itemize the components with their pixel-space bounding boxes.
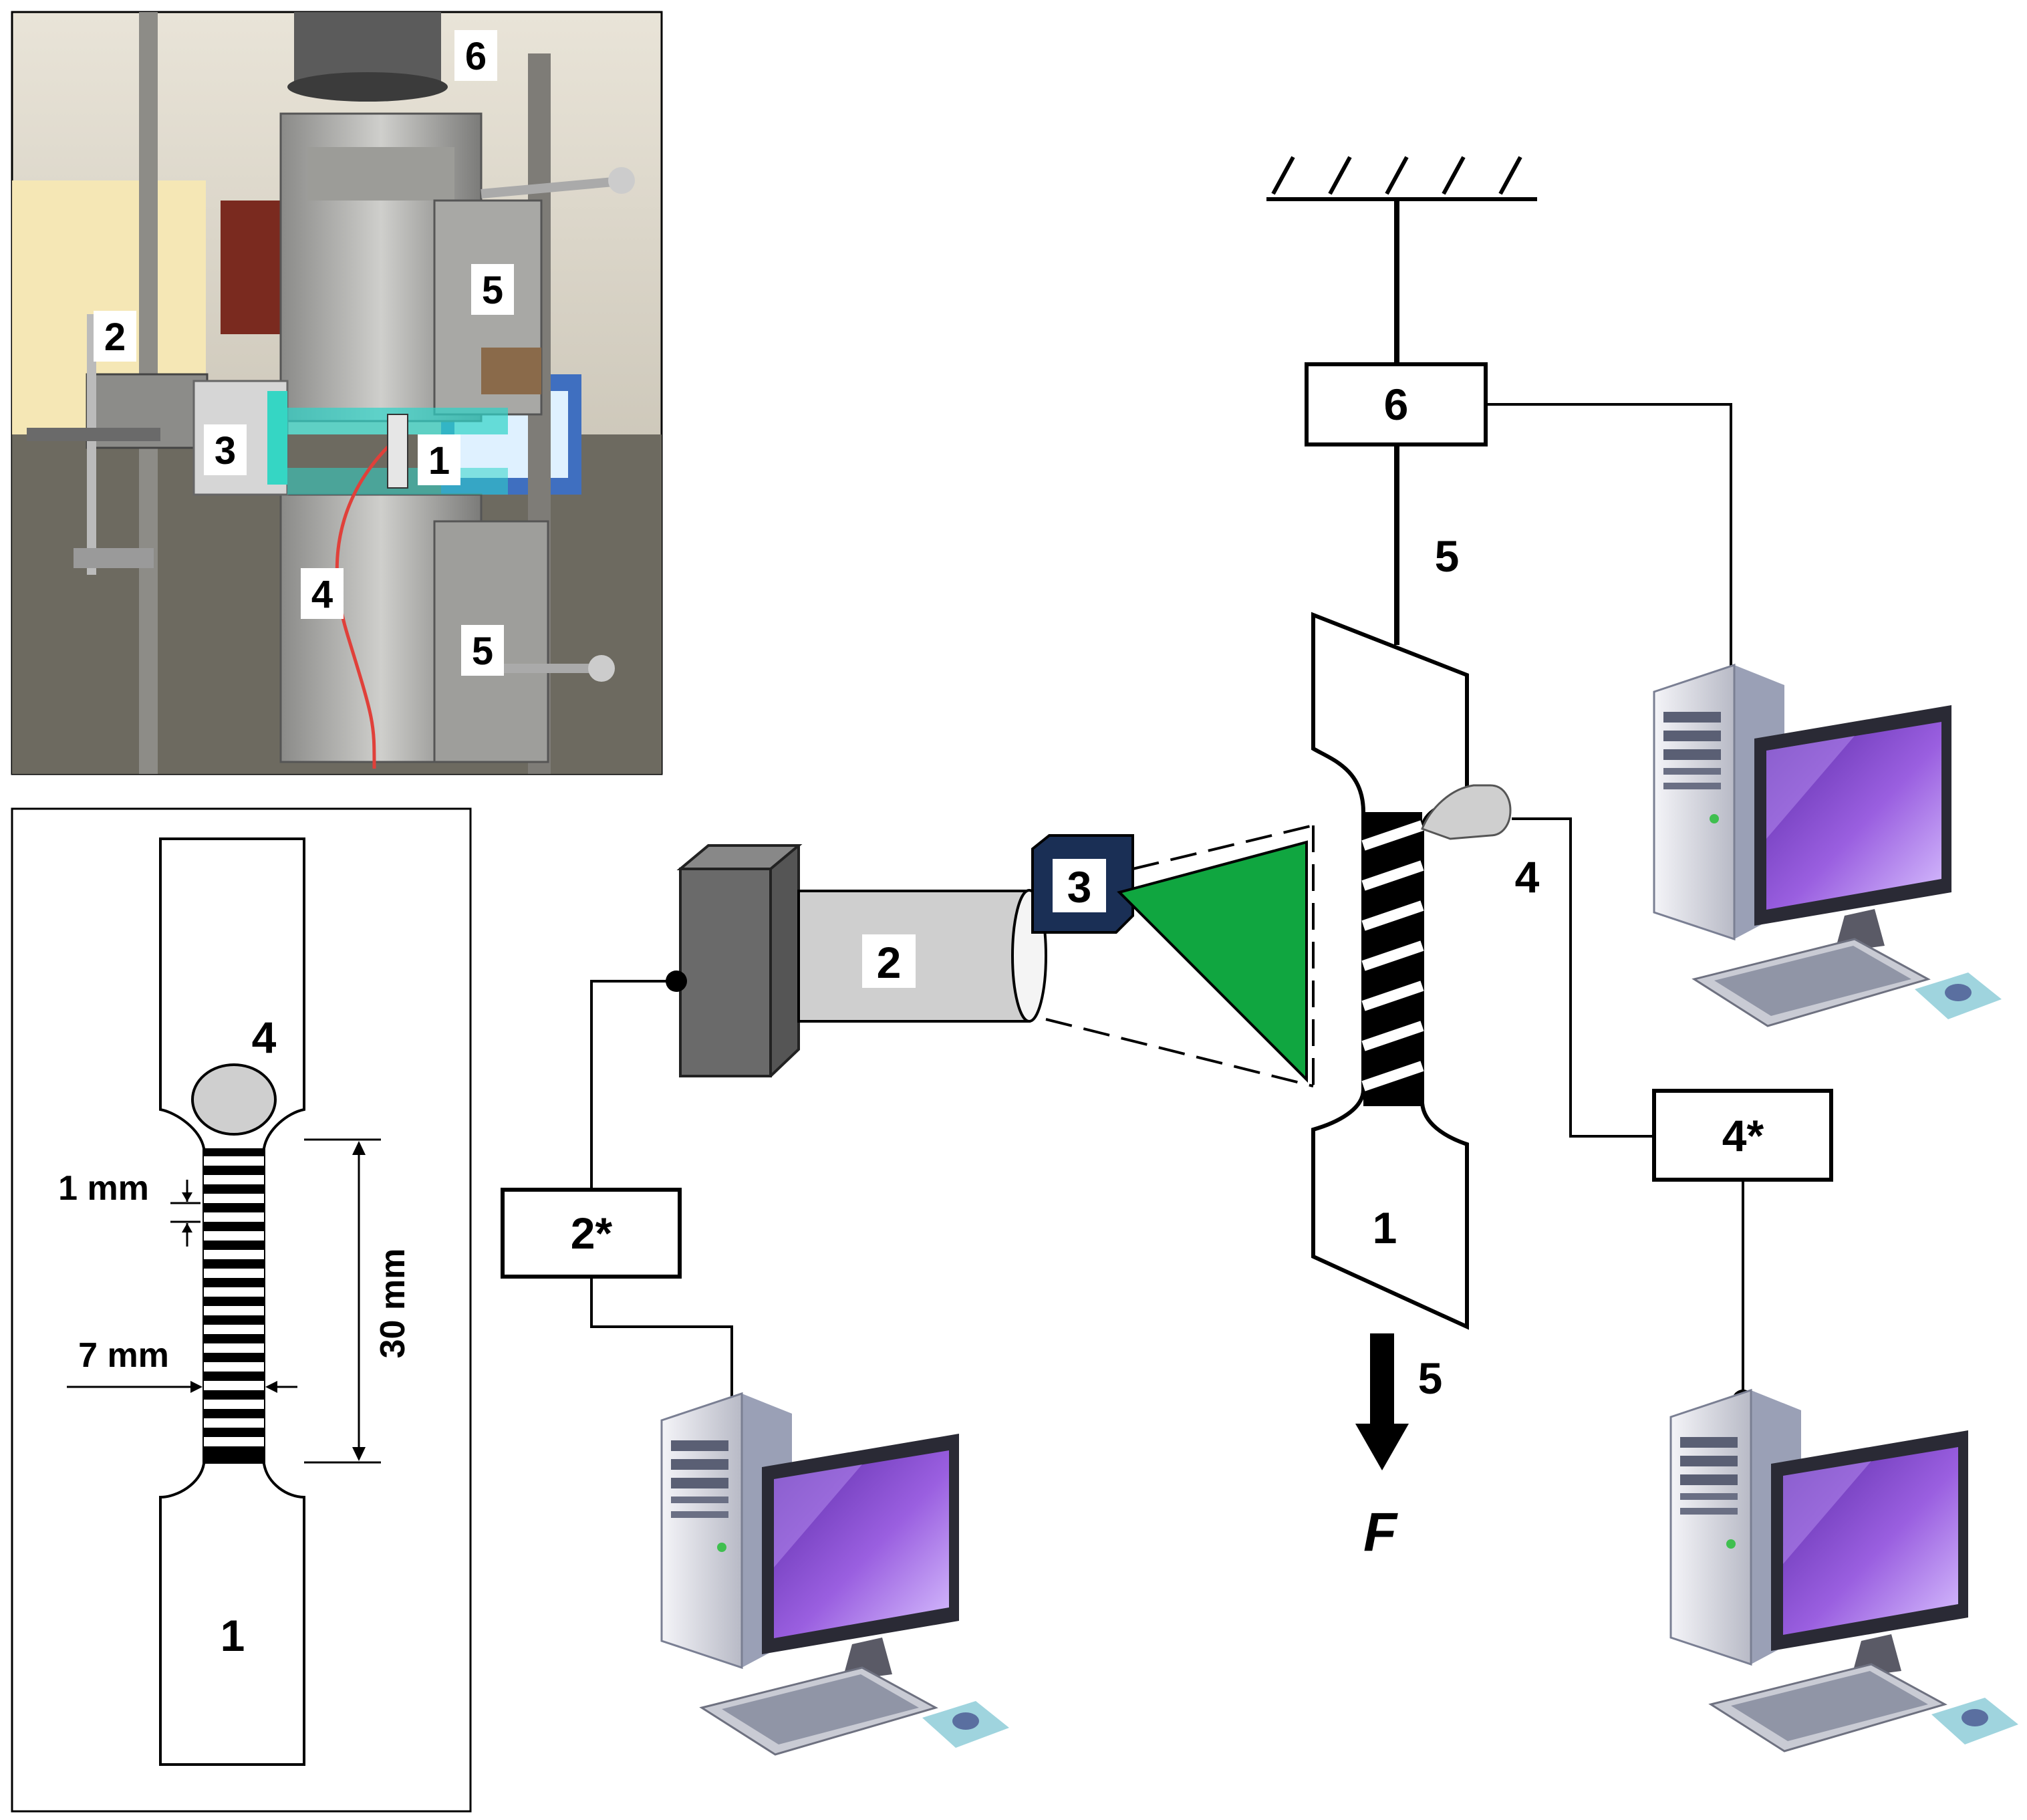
specimen-label-specimen: 1 [221, 1611, 245, 1660]
dimension-label-width: 7 mm [78, 1336, 169, 1375]
thermocouple-recorder-label: 4* [1722, 1111, 1764, 1160]
camera-lens [797, 889, 1047, 1023]
dimension-label-length: 30 mm [374, 1249, 412, 1359]
testing-machine-photo: 6 5 2 3 1 4 5 [11, 11, 663, 775]
load-cell-label: 6 [1384, 380, 1409, 429]
setup-schematic: 6 5 1 4 4* [501, 156, 2020, 1756]
dimension-gauge-length [304, 1138, 381, 1464]
schematic-specimen-label: 1 [1373, 1203, 1397, 1253]
thermocouple-label: 4 [1515, 852, 1540, 902]
illumination-cone [1117, 840, 1308, 1083]
thermocouple-bead [191, 1063, 277, 1136]
speckle-stripe-pattern [204, 1148, 264, 1464]
schematic-stripes [1361, 812, 1424, 1106]
computer-icon-thermocouple [1669, 1389, 2020, 1752]
dimension-label-stripe: 1 mm [58, 1169, 149, 1208]
dimension-stripe-pitch [170, 1180, 200, 1247]
photo-label-upper-grip: 5 [482, 269, 503, 312]
force-label: F [1363, 1502, 1398, 1563]
photo-label-specimen: 1 [428, 439, 450, 483]
photo-label-lower-grip: 5 [472, 630, 493, 673]
upper-grip-label: 5 [1435, 531, 1460, 581]
lower-grip-label: 5 [1418, 1353, 1443, 1403]
camera-body [676, 844, 803, 1077]
computer-icon-load [1653, 664, 2003, 1027]
force-arrow [1355, 1333, 1409, 1470]
photo-label-light: 3 [215, 429, 236, 473]
camera-controller-label: 2* [571, 1208, 613, 1258]
specimen-label-thermocouple: 4 [252, 1013, 277, 1062]
light-source-label: 3 [1067, 862, 1092, 912]
specimen-geometry-panel: 4 1 1 mm 7 mm 30 mm [11, 807, 472, 1813]
photo-label-load-cell: 6 [465, 35, 487, 78]
photo-label-thermocouple: 4 [311, 573, 333, 616]
photo-label-camera: 2 [104, 315, 126, 359]
schematic-thermocouple [1421, 784, 1512, 840]
fixed-support [1266, 156, 1537, 201]
dimension-gauge-width [67, 1381, 297, 1393]
load-cell-box [1305, 362, 1488, 446]
computer-icon-camera [660, 1392, 1010, 1756]
camera-label: 2 [877, 938, 902, 987]
light-source [1031, 834, 1134, 934]
